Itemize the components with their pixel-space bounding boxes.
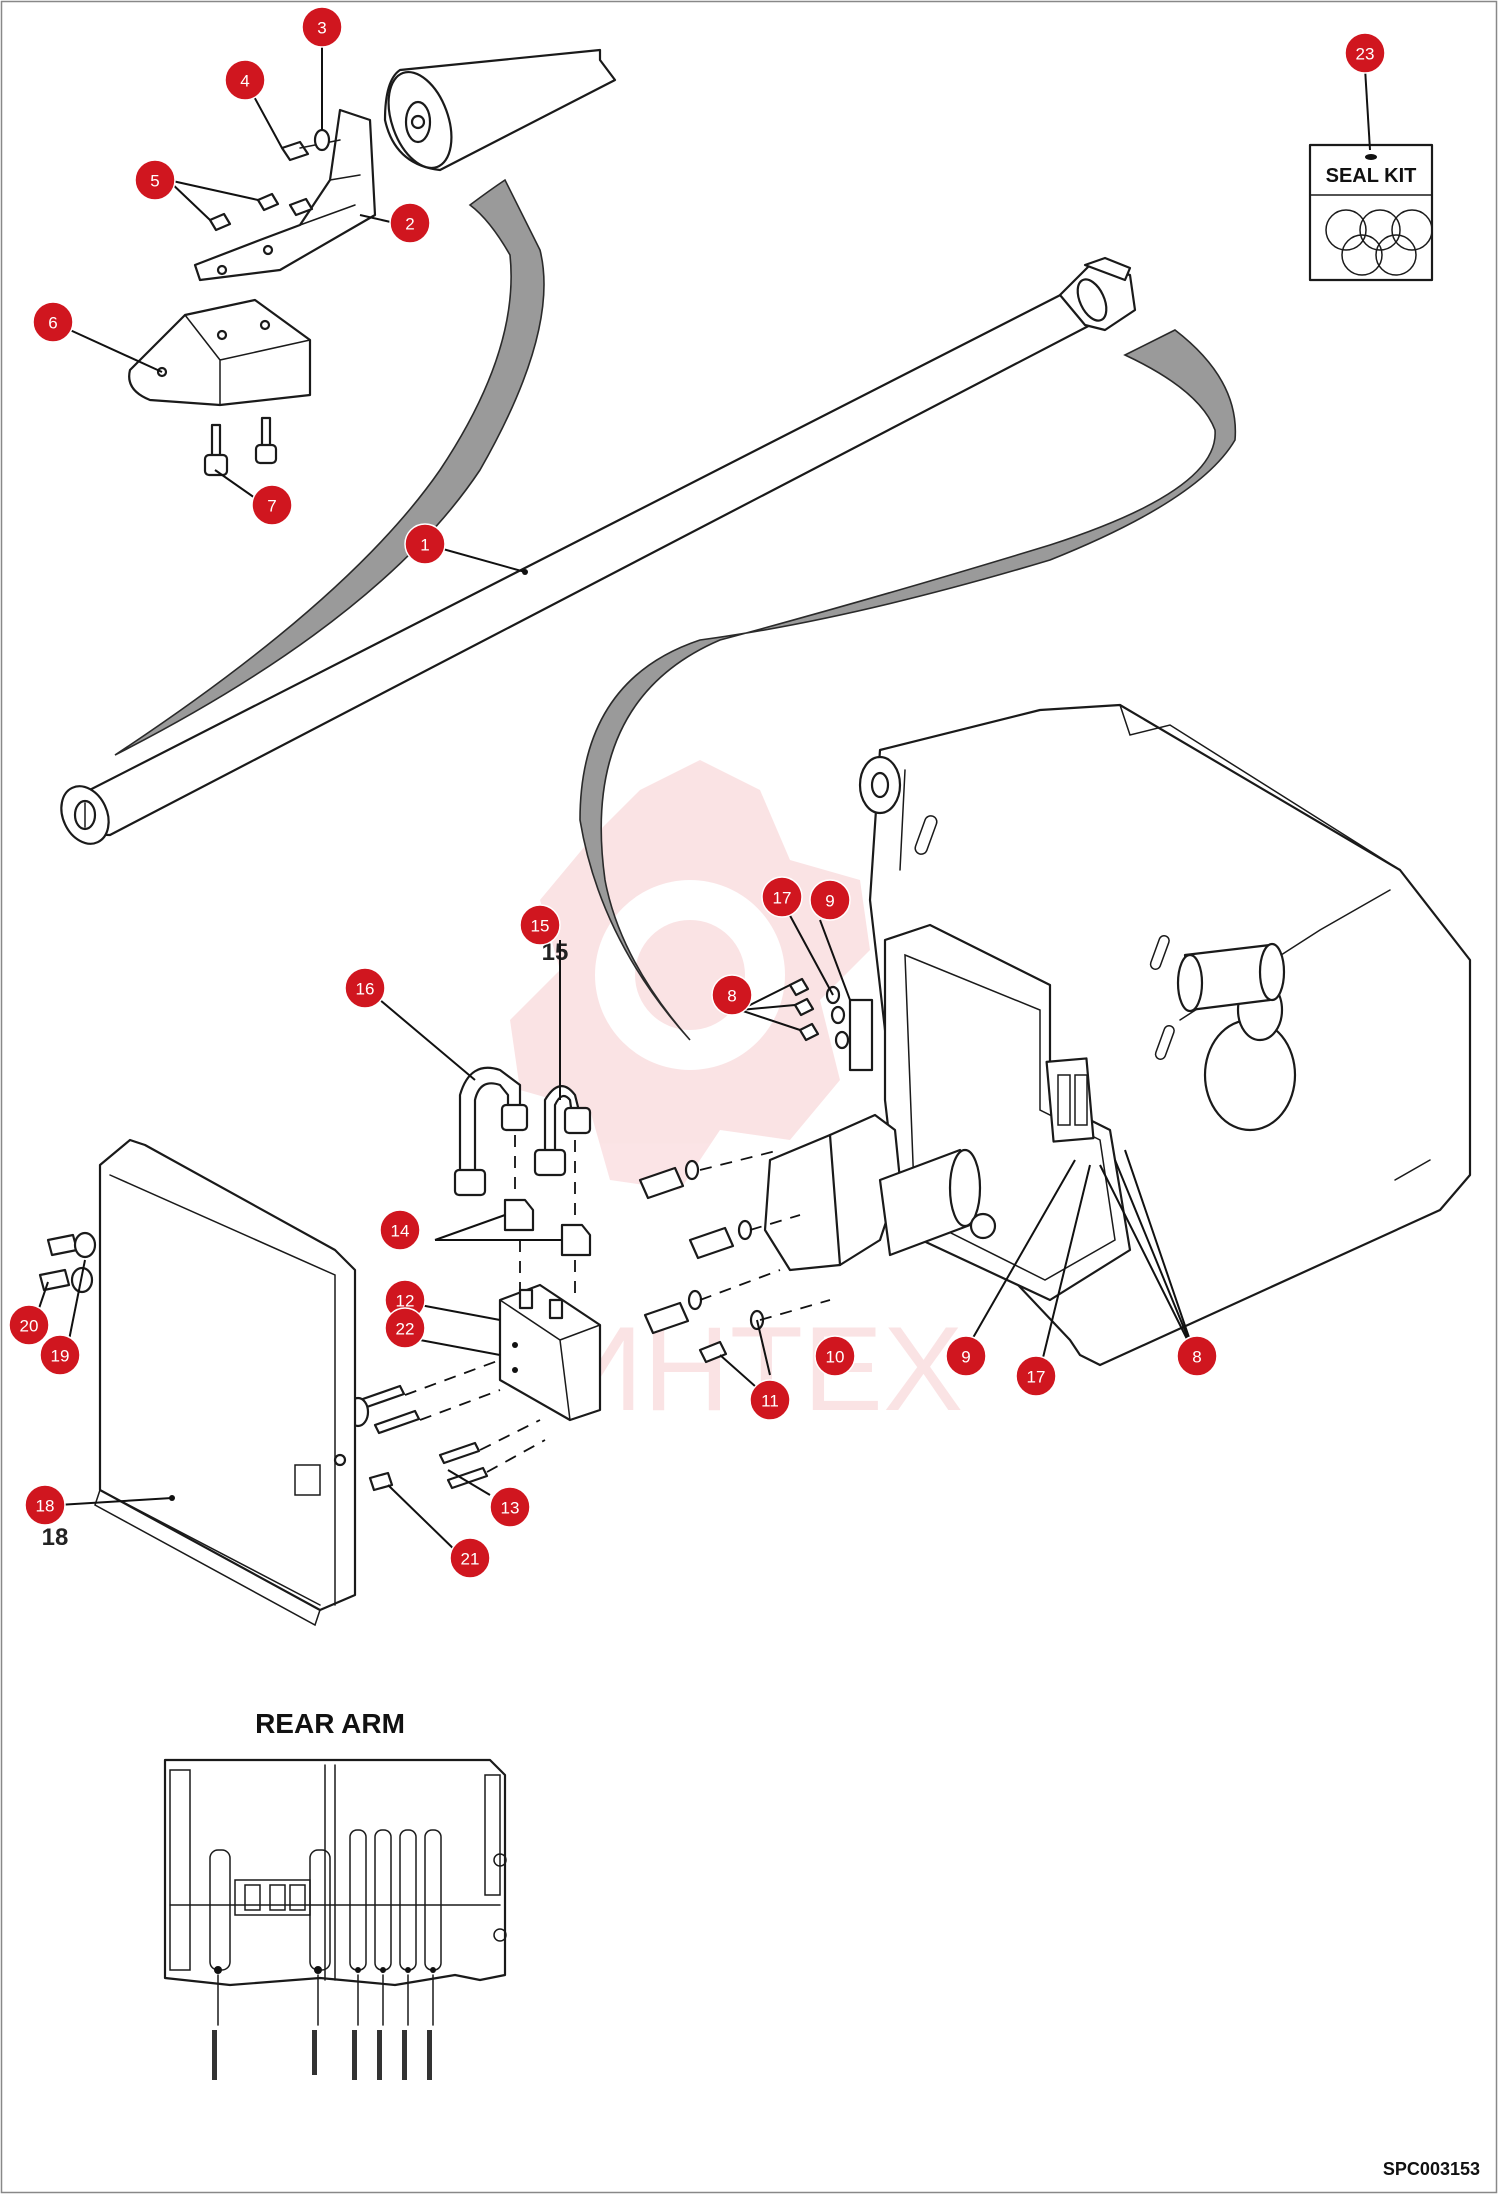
callout-label: 17 — [1027, 1368, 1046, 1387]
callout-label: 23 — [1356, 45, 1375, 64]
cover-bolts — [38, 1231, 461, 1556]
hose-right — [579, 329, 1237, 1041]
block-bolts — [346, 1359, 546, 1490]
callout-label: 2 — [405, 215, 414, 234]
hose-left — [114, 178, 545, 756]
callout-11: 11 — [749, 1379, 791, 1421]
callout-5: 5 — [134, 159, 176, 201]
callout-label: 8 — [727, 987, 736, 1006]
callout-badge — [32, 301, 74, 343]
callout-badge — [1344, 32, 1386, 74]
callout-22: 22 — [384, 1307, 426, 1349]
callout-badge — [749, 1379, 791, 1421]
drawing-code: SPC003153 — [1383, 2159, 1480, 2179]
callout-3: 3 — [301, 6, 343, 48]
callout-badge — [389, 202, 431, 244]
callout-label: 21 — [461, 1550, 480, 1569]
callout-6: 6 — [32, 301, 74, 343]
hydraulic-tubes — [453, 1066, 592, 1215]
callout-label: 10 — [826, 1348, 845, 1367]
callout-badge — [945, 1335, 987, 1377]
callout-label: 18 — [36, 1497, 55, 1516]
callout-label: 14 — [391, 1222, 410, 1241]
callout-label: 9 — [825, 892, 834, 911]
valve-block — [498, 1283, 602, 1422]
rear-arm-title: REAR ARM — [255, 1708, 405, 1739]
callout-8a: 8 — [711, 974, 753, 1016]
callout-18: 18 — [24, 1484, 66, 1526]
callout-label: 6 — [48, 314, 57, 333]
callout-label: 7 — [267, 497, 276, 516]
callout-label: 22 — [396, 1320, 415, 1339]
callout-badge — [489, 1486, 531, 1528]
callout-label: 5 — [150, 172, 159, 191]
callout-badge — [384, 1307, 426, 1349]
motor-bolts — [638, 1149, 831, 1364]
callout-label: 8 — [1192, 1348, 1201, 1367]
callout-label: 11 — [761, 1392, 779, 1411]
callout-label: 3 — [317, 19, 326, 38]
callout-8b: 8 — [1176, 1335, 1218, 1377]
cylinder-mount-assembly — [128, 48, 617, 477]
callout-badge — [814, 1335, 856, 1377]
part-number-18: 18 — [42, 1524, 69, 1551]
callout-badge — [1176, 1335, 1218, 1377]
callout-9a: 9 — [809, 879, 851, 921]
callout-badge — [39, 1334, 81, 1376]
callout-7: 7 — [251, 484, 293, 526]
callout-badge — [711, 974, 753, 1016]
callout-label: 1 — [420, 536, 429, 555]
callout-9b: 9 — [945, 1335, 987, 1377]
callout-badge — [379, 1209, 421, 1251]
callout-label: 13 — [501, 1499, 520, 1518]
callout-badge — [224, 59, 266, 101]
callout-badge — [449, 1537, 491, 1579]
callout-badge — [134, 159, 176, 201]
callout-badge — [344, 967, 386, 1009]
callout-21: 21 — [449, 1537, 491, 1579]
callout-badge — [404, 523, 446, 565]
adapters — [503, 1198, 592, 1300]
callout-badge — [24, 1484, 66, 1526]
callout-17a: 17 — [761, 876, 803, 918]
callout-16: 16 — [344, 967, 386, 1009]
callout-badge — [809, 879, 851, 921]
callout-label: 15 — [531, 917, 550, 936]
cover-plate — [94, 1138, 357, 1627]
seal-kit-box: SEAL KIT — [1308, 143, 1434, 282]
callout-badge — [251, 484, 293, 526]
callout-label: 4 — [240, 72, 249, 91]
callouts: 1234567889910111213141516171718192021222… — [8, 6, 1386, 1579]
callout-badge — [519, 904, 561, 946]
seal-kit-label: SEAL KIT — [1326, 165, 1417, 187]
callout-badge — [301, 6, 343, 48]
callout-13: 13 — [489, 1486, 531, 1528]
callout-badge — [8, 1304, 50, 1346]
telescopic-tube — [60, 256, 1137, 845]
callout-label: 17 — [773, 889, 792, 908]
callout-19: 19 — [39, 1334, 81, 1376]
callout-17b: 17 — [1015, 1355, 1057, 1397]
bolt-group-upper — [788, 977, 874, 1072]
callout-label: 19 — [51, 1347, 70, 1366]
callout-10: 10 — [814, 1335, 856, 1377]
rear-arm-inset: REAR ARM — [163, 1708, 507, 2080]
boom-housing — [763, 703, 1472, 1367]
callout-label: 20 — [20, 1317, 39, 1336]
callout-23: 23 — [1344, 32, 1386, 74]
callout-2: 2 — [389, 202, 431, 244]
callout-1: 1 — [404, 523, 446, 565]
callout-15: 15 — [519, 904, 561, 946]
callout-badge — [1015, 1355, 1057, 1397]
callout-20: 20 — [8, 1304, 50, 1346]
callout-label: 9 — [961, 1348, 970, 1367]
callout-badge — [761, 876, 803, 918]
callout-4: 4 — [224, 59, 266, 101]
callout-label: 16 — [356, 980, 375, 999]
callout-label: 12 — [396, 1292, 415, 1311]
callout-14: 14 — [379, 1209, 421, 1251]
